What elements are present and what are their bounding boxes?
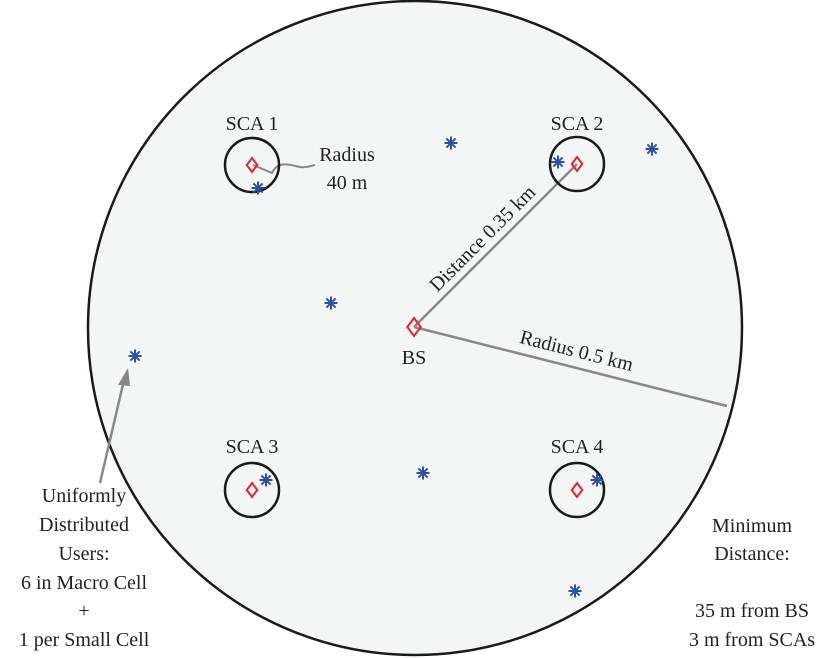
users-arrow-line [98,379,126,484]
small-cell-4 [548,461,606,519]
small-cell-2 [548,135,606,193]
svg-text:6 in Macro Cell: 6 in Macro Cell [21,572,148,594]
sca1-label: SCA 1 [226,113,279,135]
small-radius-leader [252,163,316,175]
user-asterisk-icon [128,349,142,363]
svg-text:+: + [78,600,89,622]
svg-text:Distance:: Distance: [714,543,790,565]
svg-text:Users:: Users: [58,543,109,565]
sca3-label: SCA 3 [226,436,279,458]
macro-radius-line [413,325,728,408]
small-radius-label-2: 40 m [327,172,368,194]
user-asterisk-icon [251,181,265,195]
user-asterisk-icon [259,473,273,487]
bs-diamond-icon [406,316,422,338]
svg-text:3 m from SCAs: 3 m from SCAs [689,629,815,651]
small-cell-1 [223,136,281,194]
small-radius-label-1: Radius [319,144,375,166]
sca4-label: SCA 4 [551,436,604,458]
svg-text:Minimum: Minimum [712,515,792,537]
sca2-diamond-icon [570,155,584,173]
user-asterisk-icon [551,155,565,169]
user-asterisk-icon [416,466,430,480]
sca1-diamond-icon [245,156,259,174]
svg-text:35 m from BS: 35 m from BS [695,600,809,622]
sca3-diamond-icon [245,481,259,499]
min-distance-note: Minimum Distance: 35 m from BS 3 m from … [689,515,815,651]
svg-text:1 per Small Cell: 1 per Small Cell [19,629,150,651]
users-note: Uniformly Distributed Users: 6 in Macro … [19,485,150,651]
user-asterisk-icon [568,584,582,598]
small-cell-3 [223,461,281,519]
user-asterisk-icon [645,142,659,156]
user-asterisk-icon [324,296,338,310]
svg-text:Uniformly: Uniformly [42,485,126,507]
bs-label: BS [402,347,426,369]
sca4-diamond-icon [570,481,584,499]
user-asterisk-icon [444,136,458,150]
users-arrow-head [118,368,130,386]
distance-line [413,163,578,328]
user-asterisk-icon [590,473,604,487]
svg-text:Distributed: Distributed [39,514,129,536]
sca2-label: SCA 2 [551,113,604,135]
